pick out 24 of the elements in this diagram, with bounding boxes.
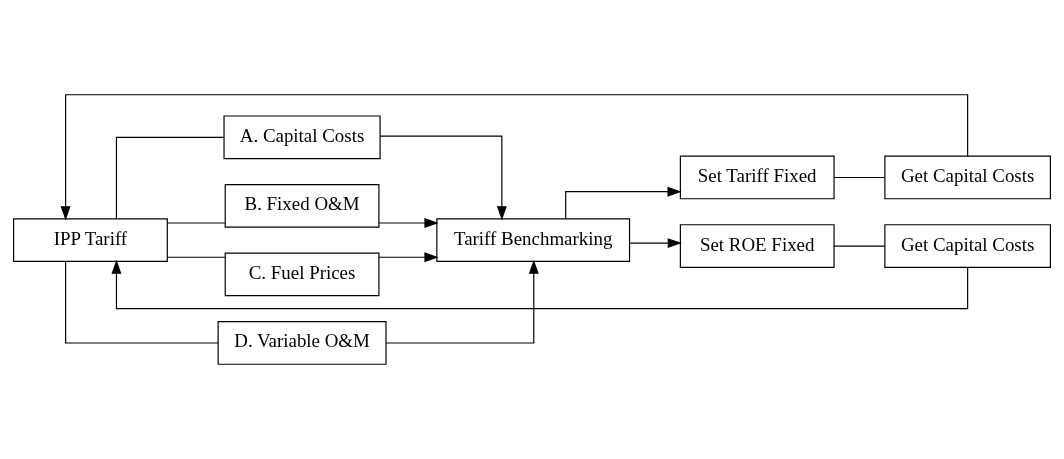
arrow: [385, 259, 539, 344]
arrow: [60, 94, 969, 221]
connector: [115, 136, 225, 220]
connector: [833, 176, 886, 179]
node-box: C. Fuel Prices: [224, 252, 380, 297]
node-box: Tariff Benchmarking: [436, 218, 631, 262]
node-box: Set Tariff Fixed: [679, 155, 835, 200]
node-box: IPP Tariff: [13, 218, 168, 262]
node-box: B. Fixed O&M: [224, 184, 380, 228]
connector: [833, 245, 886, 247]
connector: [65, 260, 219, 344]
node-box: Get Capital Costs: [884, 224, 1051, 268]
arrow: [565, 186, 682, 220]
connector: [166, 222, 226, 224]
node-box: Get Capital Costs: [884, 155, 1051, 200]
arrow: [378, 218, 439, 228]
arrow: [378, 252, 439, 263]
node-box: Set ROE Fixed: [679, 224, 835, 268]
arrow: [379, 135, 507, 221]
connector: [166, 256, 226, 258]
arrow: [111, 259, 969, 310]
arrow: [629, 238, 682, 249]
node-box: D. Variable O&M: [217, 321, 387, 365]
node-box: A. Capital Costs: [223, 115, 381, 160]
